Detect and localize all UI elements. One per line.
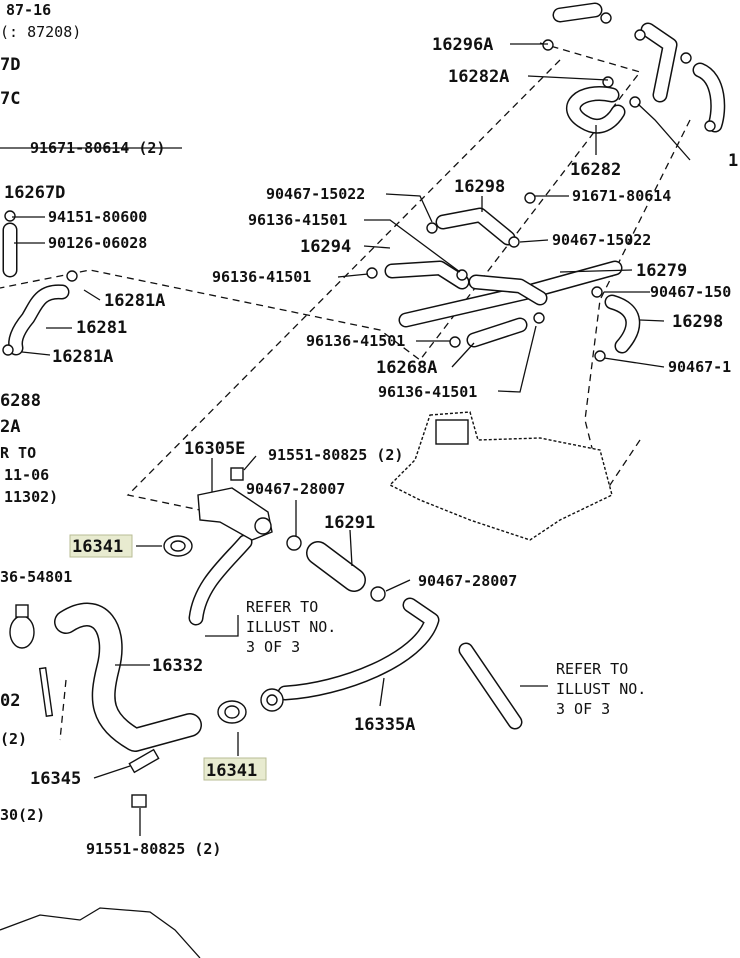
- housing-label: 1: [728, 151, 738, 171]
- refer-note-line: 3 OF 3: [246, 638, 300, 656]
- hose-label: 16268A: [376, 358, 437, 378]
- hose-label: 16281A: [104, 291, 165, 311]
- edge-label: 11302): [4, 488, 58, 506]
- hose-label: 16345: [30, 769, 81, 789]
- hose-label: 16282: [570, 160, 621, 180]
- edge-label: 2A: [0, 417, 20, 437]
- gasket-16341-lower: [217, 700, 247, 724]
- bottom-outline: [0, 907, 201, 958]
- refer-note-line: REFER TO: [556, 660, 628, 678]
- clamps-left: [9, 604, 54, 717]
- edge-label: (2): [0, 730, 27, 748]
- hose-label: 16281A: [52, 347, 113, 367]
- hose-16298-right: [604, 294, 641, 354]
- housing-label: 16305E: [184, 439, 245, 459]
- hose-label: 16335A: [354, 715, 415, 735]
- refer-note-line: 3 OF 3: [556, 700, 610, 718]
- hose-16268A: [466, 317, 528, 348]
- housing-label: 16341: [72, 537, 123, 557]
- highlight-16341-upper: [69, 534, 133, 558]
- hose-label: 16298: [454, 177, 505, 197]
- edge-label: 7D: [0, 55, 20, 75]
- clip-label: 90467-28007: [246, 480, 345, 498]
- hose-16332: [54, 602, 202, 752]
- leader-lines: [0, 43, 691, 836]
- bolt-91551-upper: [230, 467, 244, 481]
- clip-label: 90467-28007: [418, 572, 517, 590]
- edge-label: 87-16: [6, 1, 51, 19]
- gasket-16341-upper: [163, 535, 193, 557]
- hose-refer-right: [458, 642, 523, 730]
- refer-note-line: REFER TO: [246, 598, 318, 616]
- clip-label: 96136-41501: [212, 268, 311, 286]
- water-outlet-16305E: [197, 487, 273, 541]
- hose-label: 16282A: [448, 67, 509, 87]
- bolt-91551-lower: [131, 794, 147, 808]
- edge-label: R TO: [0, 444, 36, 462]
- hose-16294: [384, 260, 470, 290]
- clip-label: 91671-80614: [572, 187, 671, 205]
- clip-label: 90467-1: [668, 358, 731, 376]
- clip-label: 96136-41501: [378, 383, 477, 401]
- hose-16282: [566, 86, 626, 134]
- hose-label: 16332: [152, 656, 203, 676]
- engine-block: [388, 411, 613, 541]
- hose-16291: [306, 541, 366, 592]
- pipe-16279: [398, 260, 623, 328]
- hose-label: 16294: [300, 237, 351, 257]
- hose-refer-left: [188, 534, 253, 626]
- refer-note-right: REFER TO ILLUST NO. 3 OF 3: [556, 660, 646, 718]
- highlight-16341-lower: [203, 757, 267, 781]
- hose-16335A: [277, 597, 440, 701]
- edge-label: 02: [0, 691, 20, 711]
- clip-label: 90467-150: [650, 283, 731, 301]
- clip-label: 91551-80825 (2): [86, 840, 221, 858]
- edge-label: (: 87208): [0, 23, 81, 41]
- refer-note-line: ILLUST NO.: [246, 618, 336, 636]
- edge-label: 36-54801: [0, 568, 72, 586]
- edge-label: 30(2): [0, 806, 45, 824]
- clip-label: 91671-80614 (2): [30, 139, 165, 157]
- hose-top-right: [552, 2, 726, 133]
- edge-label: 7C: [0, 89, 20, 109]
- hose-label: 16296A: [432, 35, 493, 55]
- housing-label: 16341: [206, 761, 257, 781]
- clip-label: 96136-41501: [306, 332, 405, 350]
- clip-label: 90126-06028: [48, 234, 147, 252]
- refer-note-left: REFER TO ILLUST NO. 3 OF 3: [246, 598, 336, 656]
- hose-label: 16291: [324, 513, 375, 533]
- hose-label: 16281: [76, 318, 127, 338]
- refer-note-line: ILLUST NO.: [556, 680, 646, 698]
- clip-label: 96136-41501: [248, 211, 347, 229]
- hose-label: 16279: [636, 261, 687, 281]
- clip-label: 94151-80600: [48, 208, 147, 226]
- thermostat-body: [260, 688, 284, 712]
- hose-16298-upper: [435, 207, 516, 246]
- edge-label: 16267D: [4, 183, 65, 203]
- edge-label: 11-06: [4, 466, 49, 484]
- clip-label: 90467-15022: [552, 231, 651, 249]
- hose-16281: [8, 284, 70, 356]
- clip-label: 91551-80825 (2): [268, 446, 403, 464]
- clamps-middle: [2, 12, 716, 602]
- hose-label: 16298: [672, 312, 723, 332]
- edge-label: 6288: [0, 391, 41, 411]
- bolt-16345: [128, 748, 160, 774]
- clip-label: 90467-15022: [266, 185, 365, 203]
